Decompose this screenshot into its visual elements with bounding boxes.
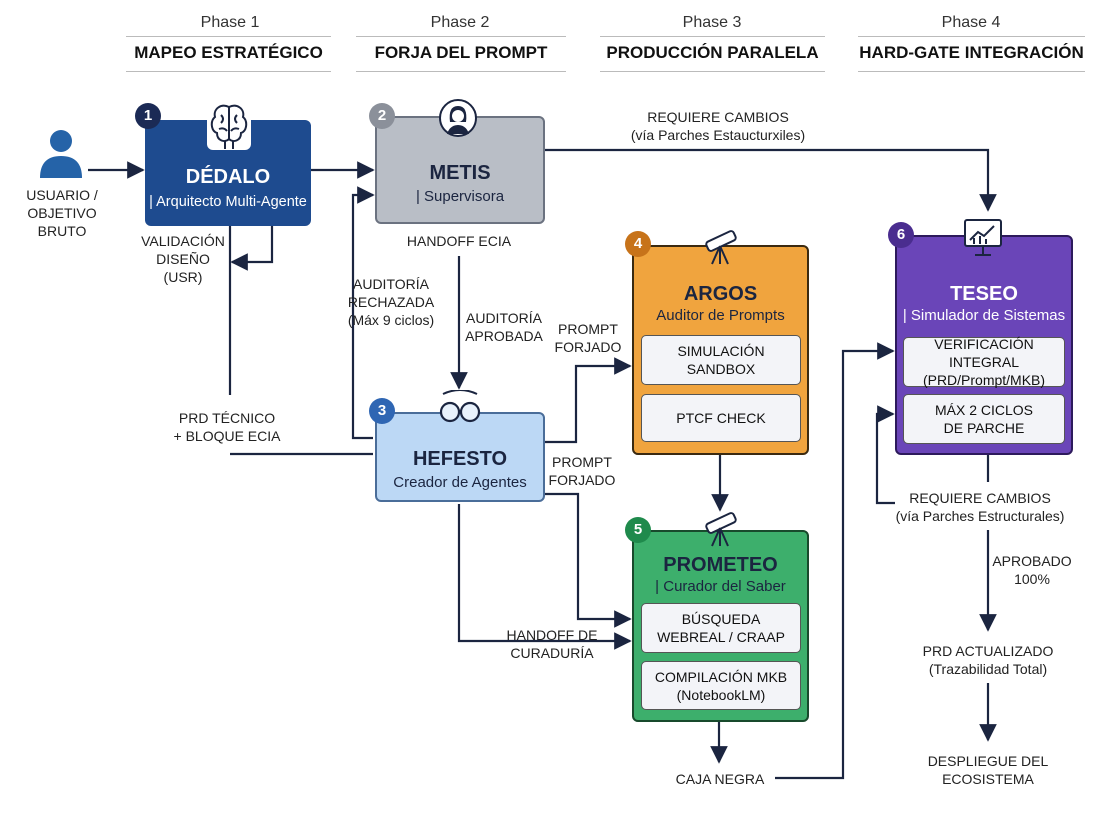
label-aprobado: APROBADO 100% xyxy=(992,553,1072,587)
dedalo-title: DÉDALO xyxy=(185,166,271,188)
arrow-caja-teseo xyxy=(775,342,895,780)
metis-title: METIS xyxy=(429,162,491,184)
teseo-step-ciclos: MÁX 2 CICLOS DE PARCHE xyxy=(903,394,1065,444)
arrow-hefesto-argos xyxy=(545,357,632,444)
argos-step-simulacion: SIMULACIÓN SANDBOX xyxy=(641,335,801,385)
phase-4-title: HARD-GATE INTEGRACIÓN xyxy=(858,36,1085,72)
phase-1-label: Phase 1 xyxy=(200,14,260,31)
brain-icon xyxy=(210,104,248,149)
arrow-metis-teseo xyxy=(545,148,997,212)
phase-3-label: Phase 3 xyxy=(682,14,742,31)
argos-step-ptcf: PTCF CHECK xyxy=(641,394,801,442)
label-prompt-forjado-1: PROMPT FORJADO xyxy=(554,321,622,355)
prometeo-badge: 5 xyxy=(625,517,651,543)
label-prompt-forjado-2: PROMPT FORJADO xyxy=(548,454,616,488)
arrow-auditoria-rechazada xyxy=(351,186,375,440)
metis-badge: 2 xyxy=(369,103,395,129)
dedalo-subtitle: | Arquitecto Multi-Agente xyxy=(149,194,307,210)
argos-badge: 4 xyxy=(625,231,651,257)
phase-2-title: FORJA DEL PROMPT xyxy=(356,36,566,72)
label-requiere-cambios-bottom: REQUIERE CAMBIOS (vía Parches Estructura… xyxy=(895,490,1065,524)
monitor-chart-icon xyxy=(964,219,1002,256)
label-prd-actualizado: PRD ACTUALIZADO (Trazabilidad Total) xyxy=(922,643,1054,677)
teseo-step-verificacion: VERIFICACIÓN INTEGRAL (PRD/Prompt/MKB) xyxy=(903,336,1065,388)
telescope-icon xyxy=(705,230,737,265)
arrow-validacion-loop xyxy=(230,226,274,271)
woman-icon xyxy=(439,99,477,137)
prometeo-title: PROMETEO xyxy=(663,554,778,576)
hefesto-node[interactable]: HEFESTO Creador de Agentes xyxy=(375,412,545,502)
label-handoff-curaduria: HANDOFF DE CURADURÍA xyxy=(506,627,598,661)
prometeo-step-busqueda: BÚSQUEDA WEBREAL / CRAAP xyxy=(641,603,801,653)
phase-2-label: Phase 2 xyxy=(430,14,490,31)
label-handoff-ecia: HANDOFF ECIA xyxy=(406,233,512,249)
prometeo-subtitle: | Curador del Saber xyxy=(655,578,786,595)
phase-1-title: MAPEO ESTRATÉGICO xyxy=(126,36,331,72)
phase-3-title: PRODUCCIÓN PARALELA xyxy=(600,36,825,72)
arrow-hefesto-prometeo-2 xyxy=(457,504,632,650)
label-auditoria-rechazada: AUDITORÍA RECHAZADA (Máx 9 ciclos) xyxy=(347,276,435,328)
argos-subtitle: Auditor de Prompts xyxy=(656,307,785,324)
glasses-icon xyxy=(439,390,481,423)
label-auditoria-aprobada: AUDITORÍA APROBADA xyxy=(465,310,543,344)
teseo-title: TESEO xyxy=(950,283,1018,305)
phase-4-label: Phase 4 xyxy=(941,14,1001,31)
metis-subtitle: | Supervisora xyxy=(415,188,505,205)
teseo-badge: 6 xyxy=(888,222,914,248)
arrow-hefesto-prometeo-1 xyxy=(545,492,632,628)
dedalo-node[interactable]: DÉDALO | Arquitecto Multi-Agente xyxy=(145,120,311,226)
label-despliegue: DESPLIEGUE DEL ECOSISTEMA xyxy=(927,753,1049,787)
teseo-subtitle: | Simulador de Sistemas xyxy=(902,307,1066,324)
user-icon xyxy=(40,130,82,178)
dedalo-badge: 1 xyxy=(135,103,161,129)
label-prd-tecnico: PRD TÉCNICO + BLOQUE ECIA xyxy=(173,410,281,444)
label-caja-negra: CAJA NEGRA xyxy=(675,771,765,787)
argos-title: ARGOS xyxy=(683,283,758,305)
arrow-teseo-loop xyxy=(875,405,895,505)
prometeo-step-compilacion: COMPILACIÓN MKB (NotebookLM) xyxy=(641,661,801,710)
label-validacion: VALIDACIÓN DISEÑO (USR) xyxy=(141,233,225,285)
telescope-icon xyxy=(705,512,737,547)
hefesto-subtitle: Creador de Agentes xyxy=(393,474,527,491)
hefesto-title: HEFESTO xyxy=(412,448,508,470)
hefesto-badge: 3 xyxy=(369,398,395,424)
label-requiere-cambios-top: REQUIERE CAMBIOS (vía Parches Estaucturx… xyxy=(630,109,806,143)
